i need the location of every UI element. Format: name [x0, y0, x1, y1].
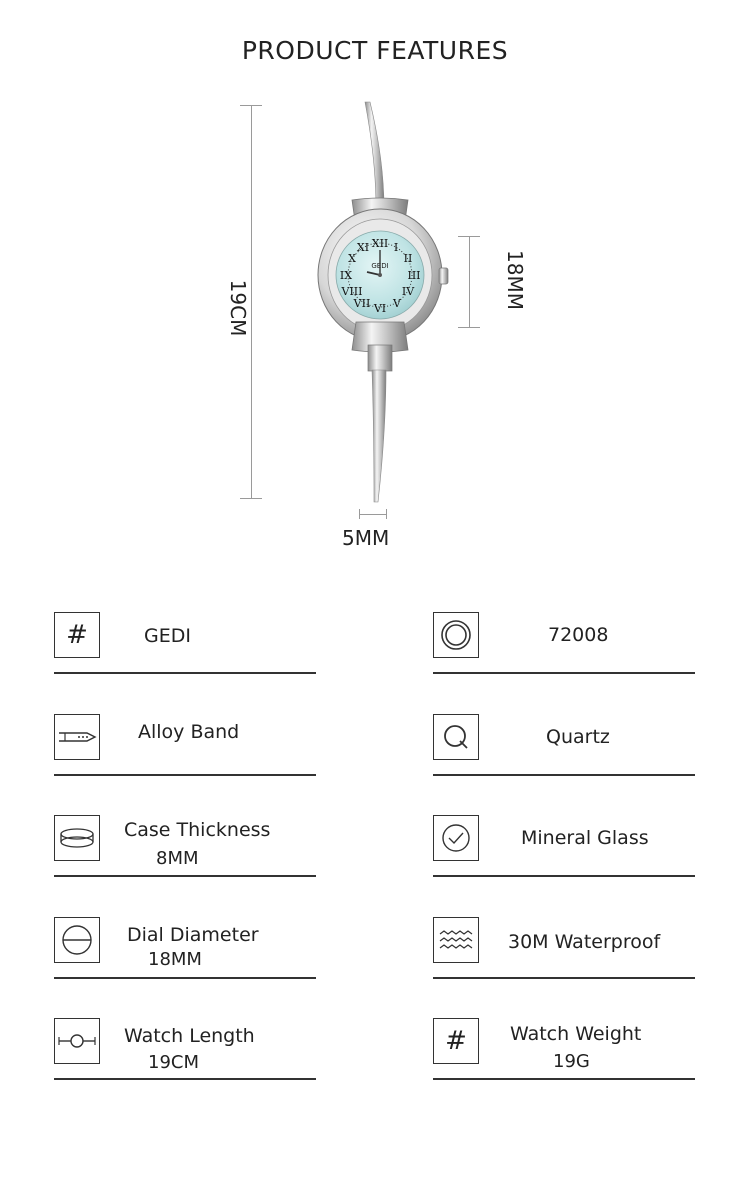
band-dimension-label: 5MM	[342, 526, 390, 550]
band-dimension-line	[359, 514, 386, 515]
divider	[54, 672, 316, 674]
feature-movement: Quartz	[433, 714, 695, 778]
feature-band: Alloy Band	[54, 714, 316, 778]
divider	[54, 1078, 316, 1080]
svg-text:VIII: VIII	[341, 285, 363, 298]
feature-case-thickness: Case Thickness 8MM	[54, 815, 316, 879]
dial-diameter-icon	[54, 917, 100, 963]
hash-icon: #	[54, 612, 100, 658]
feature-glass: Mineral Glass	[433, 815, 695, 879]
feature-label: 30M Waterproof	[508, 931, 661, 953]
divider	[54, 774, 316, 776]
feature-label: Watch Weight	[510, 1023, 642, 1045]
quartz-icon	[433, 714, 479, 760]
feature-waterproof: 30M Waterproof	[433, 917, 695, 981]
feature-label: Case Thickness	[124, 819, 271, 841]
svg-text:III: III	[407, 269, 420, 282]
watch-image: XII I II III IV V VI VII VIII IX X XI GE…	[300, 100, 460, 505]
dial-dimension-line	[469, 236, 470, 327]
divider	[433, 672, 695, 674]
svg-text:II: II	[404, 252, 413, 265]
feature-watch-length: Watch Length 19CM	[54, 1018, 316, 1082]
band-dimension-right-cap	[386, 509, 387, 519]
feature-model: 72008	[433, 612, 695, 676]
divider	[433, 1078, 695, 1080]
svg-text:X: X	[348, 252, 356, 265]
dial-dimension-label: 18MM	[503, 250, 527, 310]
feature-label: Dial Diameter	[127, 924, 259, 946]
svg-text:IV: IV	[402, 285, 415, 298]
divider	[433, 774, 695, 776]
feature-label: GEDI	[144, 625, 191, 647]
feature-label: Mineral Glass	[521, 827, 649, 849]
svg-text:VI: VI	[373, 302, 386, 315]
feature-watch-weight: # Watch Weight 19G	[433, 1018, 695, 1082]
length-dimension-line	[251, 105, 252, 498]
circle-ring-icon	[433, 612, 479, 658]
svg-text:V: V	[392, 297, 402, 310]
svg-text:IX: IX	[340, 269, 352, 282]
feature-sub-value: 8MM	[156, 848, 199, 869]
divider	[433, 875, 695, 877]
svg-text:XII: XII	[372, 237, 389, 250]
feature-sub-value: 19G	[553, 1051, 590, 1072]
feature-brand: # GEDI	[54, 612, 316, 676]
watch-length-icon	[54, 1018, 100, 1064]
feature-sub-value: 18MM	[148, 949, 202, 970]
feature-label: 72008	[548, 624, 609, 646]
feature-sub-value: 19CM	[148, 1052, 200, 1073]
svg-text:I: I	[394, 241, 398, 254]
waves-icon	[433, 917, 479, 963]
length-dimension-label: 19CM	[226, 279, 250, 337]
page-title: PRODUCT FEATURES	[241, 36, 509, 65]
feature-label: Quartz	[546, 726, 610, 748]
strap-icon	[54, 714, 100, 760]
feature-label: Alloy Band	[138, 721, 240, 743]
svg-text:VII: VII	[353, 297, 371, 310]
divider	[54, 977, 316, 979]
svg-text:XI: XI	[357, 241, 369, 254]
hash-icon: #	[433, 1018, 479, 1064]
dial-dimension-bottom-cap	[458, 327, 480, 328]
divider	[433, 977, 695, 979]
case-thickness-icon	[54, 815, 100, 861]
divider	[54, 875, 316, 877]
clock-icon	[433, 815, 479, 861]
feature-dial-diameter: Dial Diameter 18MM	[54, 917, 316, 981]
length-dimension-bottom-cap	[240, 498, 262, 499]
feature-label: Watch Length	[124, 1025, 255, 1047]
